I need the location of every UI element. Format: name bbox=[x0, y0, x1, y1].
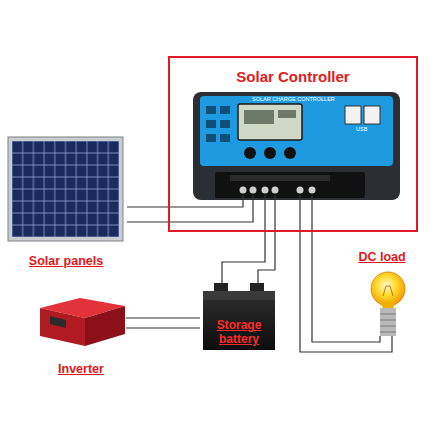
bulb-picture bbox=[371, 272, 405, 336]
battery-node: Storage battery bbox=[200, 283, 278, 351]
solar-panel-node: Solar panels bbox=[5, 135, 127, 270]
port-label: USB bbox=[356, 127, 367, 133]
wire bbox=[127, 207, 168, 222]
wire bbox=[126, 318, 200, 328]
node-label: Solar panels bbox=[29, 254, 103, 268]
node-label: DC load bbox=[358, 250, 405, 264]
device-caption: SOLAR CHARGE CONTROLLER bbox=[252, 97, 335, 103]
solar-panel-picture bbox=[8, 137, 123, 241]
inverter-node: Inverter bbox=[36, 292, 126, 378]
dc-load-node: DC load bbox=[352, 248, 412, 336]
controller-device bbox=[193, 92, 400, 200]
node-label: Inverter bbox=[58, 362, 104, 376]
inverter-picture bbox=[40, 298, 125, 346]
controller-inner-wires bbox=[168, 195, 312, 232]
node-label: Storage battery bbox=[209, 319, 269, 347]
battery-picture bbox=[203, 283, 275, 350]
wire bbox=[222, 232, 275, 283]
node-label: Solar Controller bbox=[236, 68, 349, 85]
controller-box: Solar Controller bbox=[168, 56, 418, 232]
